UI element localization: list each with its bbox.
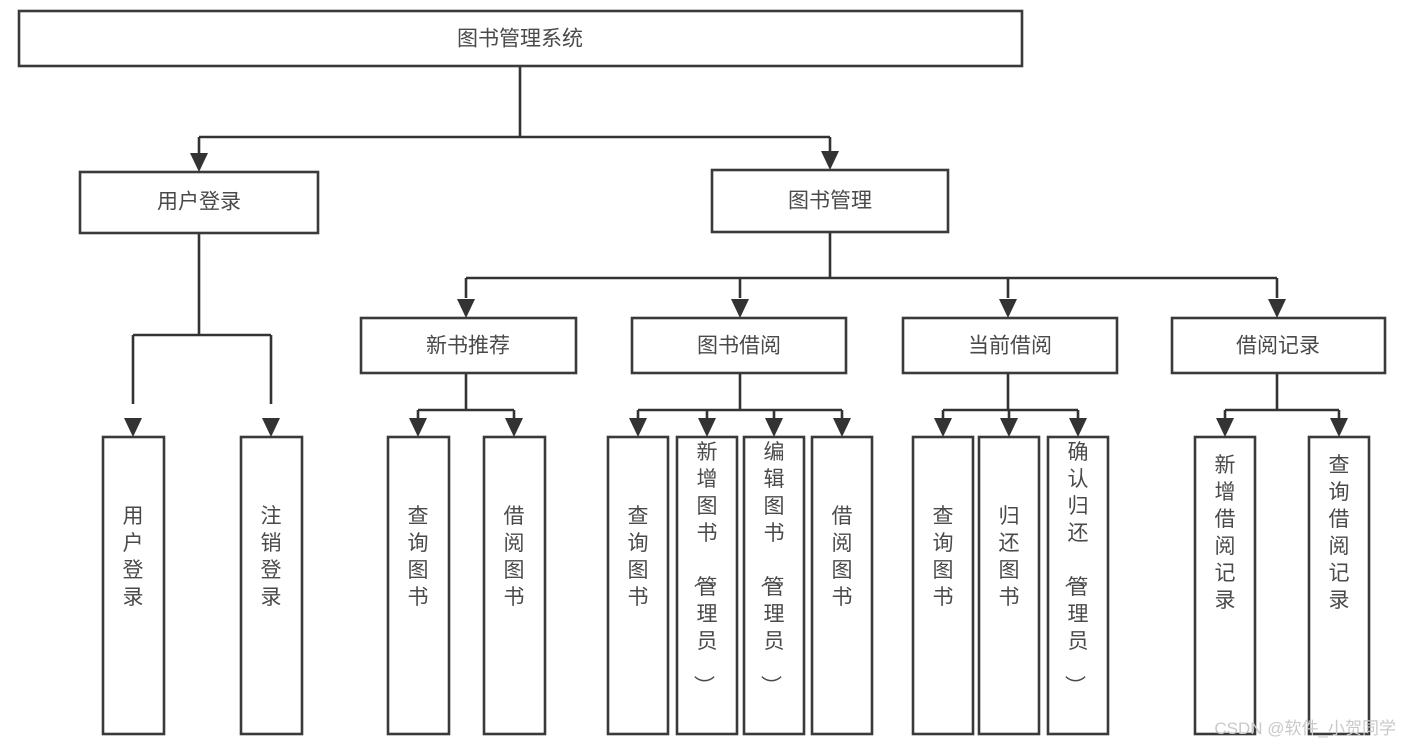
node-user-login-box[interactable] bbox=[78, 170, 320, 235]
node-leaf-query-book-2-box[interactable] bbox=[606, 435, 670, 736]
node-book-manage-box[interactable] bbox=[710, 168, 950, 234]
node-leaf-query-book-1[interactable]: 查询图书 bbox=[386, 435, 451, 736]
arrow-leaf-query-book-3 bbox=[934, 418, 952, 437]
node-leaf-query-book-3-label: 查询图书 bbox=[933, 505, 954, 609]
arrow-book-manage bbox=[821, 151, 839, 170]
arrow-leaf-user-login bbox=[124, 418, 142, 437]
node-leaf-borrow-book-1[interactable]: 借阅图书 bbox=[482, 435, 547, 736]
node-leaf-borrow-book-2[interactable]: 借阅图书 bbox=[810, 435, 874, 736]
node-leaf-query-book-1-box[interactable] bbox=[386, 435, 451, 736]
node-current-borrow-box[interactable] bbox=[901, 316, 1119, 375]
node-leaf-return-book-label: 归还图书 bbox=[999, 505, 1020, 609]
node-borrow-record-label: 借阅记录 bbox=[1236, 335, 1320, 358]
arrow-leaf-return-book bbox=[1000, 418, 1018, 437]
node-leaf-edit-book[interactable]: 编辑图书（管理员） bbox=[742, 435, 806, 736]
csdn-watermark: CSDN @软件_小贺同学 bbox=[1214, 719, 1396, 738]
node-leaf-user-login-box[interactable] bbox=[101, 435, 166, 736]
connector-layer bbox=[124, 66, 1348, 437]
node-book-manage-label: 图书管理 bbox=[788, 190, 872, 213]
node-leaf-return-book[interactable]: 归还图书 bbox=[977, 435, 1041, 736]
node-leaf-logout-box[interactable] bbox=[239, 435, 304, 736]
node-borrow-record-box[interactable] bbox=[1170, 316, 1387, 375]
node-root-label: 图书管理系统 bbox=[457, 28, 583, 51]
arrow-leaf-borrow-book-2 bbox=[833, 418, 851, 437]
node-new-book-rec-box[interactable] bbox=[359, 316, 578, 375]
node-leaf-confirm-return[interactable]: 确认归还（管理员） bbox=[1046, 435, 1110, 736]
node-book-borrow-box[interactable] bbox=[630, 316, 848, 375]
arrow-leaf-query-book-1 bbox=[409, 418, 427, 437]
node-leaf-logout[interactable]: 注销登录 bbox=[239, 435, 304, 736]
node-book-borrow[interactable]: 图书借阅 bbox=[630, 316, 848, 375]
node-leaf-edit-book-label: 编辑图书（管理员） bbox=[759, 441, 785, 696]
arrow-leaf-query-book-2 bbox=[629, 418, 647, 437]
arrow-user-login bbox=[190, 153, 208, 172]
arrow-leaf-edit-book bbox=[765, 418, 783, 437]
node-leaf-logout-label: 注销登录 bbox=[261, 505, 282, 609]
node-leaf-edit-book-box[interactable] bbox=[742, 435, 806, 736]
node-new-book-rec-label: 新书推荐 bbox=[426, 335, 510, 358]
arrow-leaf-add-record bbox=[1216, 418, 1234, 437]
node-new-book-rec[interactable]: 新书推荐 bbox=[359, 316, 578, 375]
node-current-borrow-label: 当前借阅 bbox=[968, 335, 1052, 358]
node-leaf-add-record-label: 新增借阅记录 bbox=[1215, 454, 1236, 612]
node-leaf-add-record[interactable]: 新增借阅记录 bbox=[1193, 435, 1257, 736]
node-leaf-user-login-label: 用户登录 bbox=[123, 505, 144, 609]
node-root[interactable]: 图书管理系统 bbox=[17, 9, 1024, 68]
node-leaf-query-book-3-box[interactable] bbox=[911, 435, 975, 736]
node-user-login[interactable]: 用户登录 bbox=[78, 170, 320, 235]
node-book-borrow-label: 图书借阅 bbox=[697, 335, 781, 358]
node-leaf-user-login[interactable]: 用户登录 bbox=[101, 435, 166, 736]
arrow-book-borrow bbox=[731, 299, 749, 318]
node-root-box[interactable] bbox=[17, 9, 1024, 68]
node-leaf-return-book-box[interactable] bbox=[977, 435, 1041, 736]
arrow-current-borrow bbox=[999, 299, 1017, 318]
node-leaf-borrow-book-2-box[interactable] bbox=[810, 435, 874, 736]
node-borrow-record[interactable]: 借阅记录 bbox=[1170, 316, 1387, 375]
node-leaf-query-book-1-label: 查询图书 bbox=[408, 505, 429, 609]
node-leaf-borrow-book-1-box[interactable] bbox=[482, 435, 547, 736]
node-leaf-query-record-box[interactable] bbox=[1307, 435, 1371, 736]
node-leaf-query-record-label: 查询借阅记录 bbox=[1329, 454, 1350, 612]
node-user-login-label: 用户登录 bbox=[157, 191, 241, 214]
node-leaf-query-book-2-label: 查询图书 bbox=[628, 505, 649, 609]
node-leaf-borrow-book-1-label: 借阅图书 bbox=[504, 505, 525, 609]
arrow-leaf-borrow-book-1 bbox=[505, 418, 523, 437]
node-book-manage[interactable]: 图书管理 bbox=[710, 168, 950, 234]
node-leaf-confirm-return-label: 确认归还（管理员） bbox=[1063, 441, 1089, 696]
node-leaf-add-book-label: 新增图书（管理员） bbox=[692, 441, 718, 696]
arrow-leaf-add-book bbox=[698, 418, 716, 437]
arrow-leaf-confirm-return bbox=[1069, 418, 1087, 437]
node-leaf-add-book-box[interactable] bbox=[675, 435, 739, 736]
node-leaf-confirm-return-box[interactable] bbox=[1046, 435, 1110, 736]
node-leaf-query-book-3[interactable]: 查询图书 bbox=[911, 435, 975, 736]
node-leaf-add-record-box[interactable] bbox=[1193, 435, 1257, 736]
arrow-leaf-query-record bbox=[1330, 418, 1348, 437]
node-leaf-query-record[interactable]: 查询借阅记录 bbox=[1307, 435, 1371, 736]
arrow-leaf-logout bbox=[262, 418, 280, 437]
node-current-borrow[interactable]: 当前借阅 bbox=[901, 316, 1119, 375]
arrow-new-book-rec bbox=[457, 299, 475, 318]
node-leaf-add-book[interactable]: 新增图书（管理员） bbox=[675, 435, 739, 736]
node-leaf-query-book-2[interactable]: 查询图书 bbox=[606, 435, 670, 736]
arrow-borrow-record bbox=[1268, 299, 1286, 318]
node-leaf-borrow-book-2-label: 借阅图书 bbox=[832, 505, 853, 609]
